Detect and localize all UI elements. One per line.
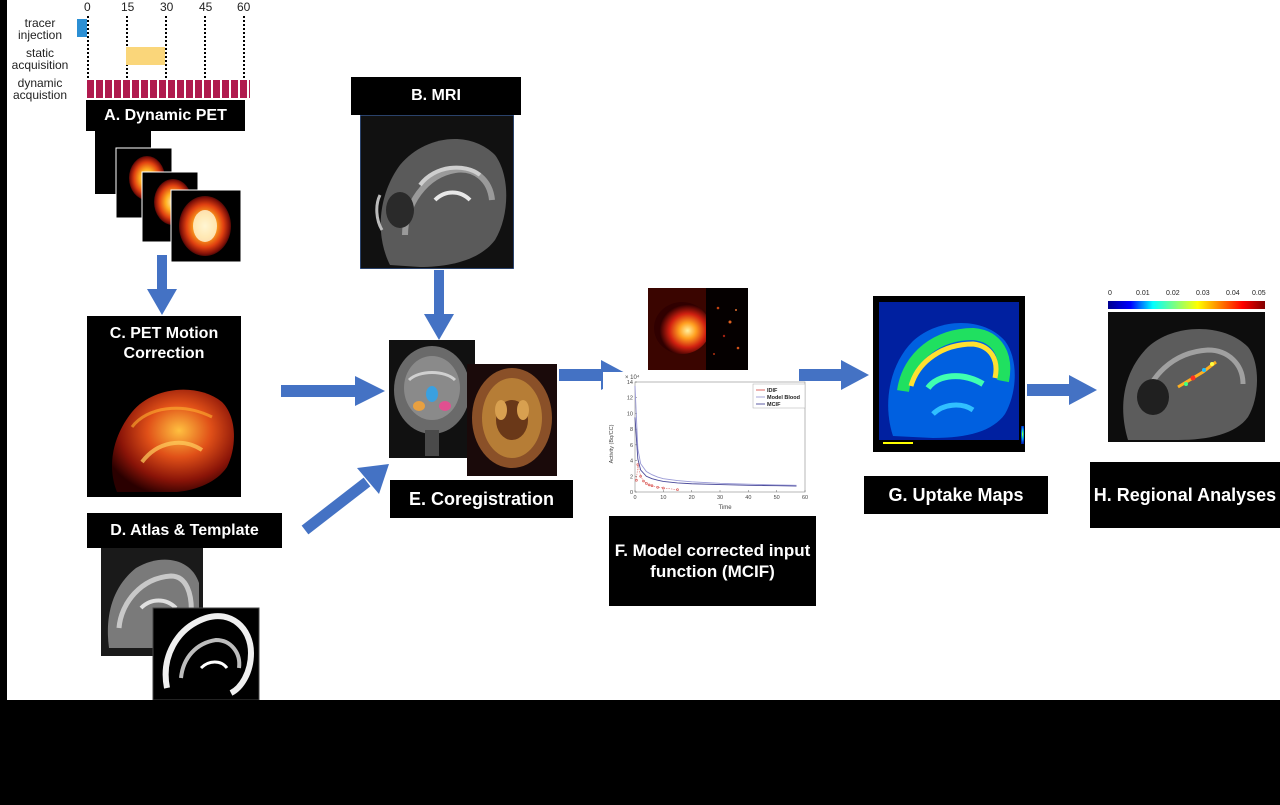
y-tick-label: 8	[630, 427, 633, 433]
colorbar-tick: 0.01	[1136, 290, 1150, 297]
row-label-line: acquistion	[12, 88, 68, 102]
figure-canvas: 0 15 30 45 60 tracer injection static ac…	[7, 0, 1280, 700]
row-label-line: injection	[17, 28, 63, 42]
idif-line	[636, 464, 678, 490]
tick-60: 60	[237, 0, 251, 14]
panel-e-label: E. Coregistration	[390, 480, 573, 518]
panel-b-label: B. MRI	[351, 77, 521, 115]
mcif-chart: × 10⁴ 0 10 20 30 40 50 60 0 2 4 6 8 10 12 14 IDIFModel…	[603, 372, 811, 512]
x-tick-label: 20	[689, 495, 695, 501]
mri-sagittal-image	[360, 115, 514, 269]
coregistration-images	[389, 340, 557, 476]
gridline-30	[165, 16, 167, 98]
colorbar-tick: 0.04	[1226, 290, 1240, 297]
static-acquisition-bar	[126, 47, 165, 65]
model-blood-line	[634, 385, 797, 486]
arrow-d-to-e	[301, 464, 389, 535]
x-tick-label: 60	[802, 495, 808, 501]
y-tick-label: 4	[630, 459, 633, 465]
panel-a-label: A. Dynamic PET	[86, 100, 245, 131]
uptake-map-image	[873, 296, 1025, 452]
tick-15: 15	[121, 0, 135, 14]
y-tick-label: 14	[627, 380, 633, 386]
arrow-a-to-c	[147, 255, 177, 315]
colorbar-ticks: 0 0.01 0.02 0.03 0.04 0.05	[1108, 290, 1266, 300]
x-tick-label: 30	[717, 495, 723, 501]
y-tick-label: 6	[630, 443, 633, 449]
tick-0: 0	[84, 0, 91, 14]
arrow-f-to-g	[799, 360, 869, 390]
arrow-g-to-h	[1027, 375, 1097, 405]
panel-d-label: D. Atlas & Template	[87, 513, 282, 548]
y-tick-label: 0	[630, 490, 633, 496]
x-tick-label: 10	[660, 495, 666, 501]
gridline-45	[204, 16, 206, 98]
roi-orange	[413, 401, 425, 411]
idif-point	[647, 483, 651, 487]
row-label-static: static acquisition	[9, 47, 71, 71]
y-exponent-label: × 10⁴	[625, 374, 640, 381]
x-tick-label: 40	[745, 495, 751, 501]
row-label-line: dynamic	[17, 76, 63, 90]
chart-axes: 0 10 20 30 40 50 60 0 2 4 6 8 10 12 14	[627, 380, 808, 501]
roi-blue	[426, 386, 438, 402]
x-tick-label: 50	[774, 495, 780, 501]
row-label-injection: tracer injection	[9, 17, 71, 41]
y-axis-label: Activity (Bq/CC)	[609, 424, 615, 463]
idif-roi-images	[648, 288, 748, 370]
idif-point	[639, 474, 642, 478]
arrow-c-to-e	[281, 376, 385, 406]
x-axis-label: Time	[718, 505, 732, 511]
colorbar-tick: 0.05	[1252, 290, 1266, 297]
arrow-b-to-e	[424, 270, 454, 340]
mcif-line	[634, 417, 797, 487]
tick-30: 30	[160, 0, 174, 14]
injection-bar	[77, 19, 87, 37]
idif-point	[642, 479, 645, 483]
pet-motion-corrected-image	[87, 372, 241, 497]
y-tick-label: 12	[627, 396, 633, 402]
colorbar-tick: 0.02	[1166, 290, 1180, 297]
dynamic-pet-stack	[95, 130, 242, 262]
row-label-line: static	[25, 46, 54, 60]
tick-45: 45	[199, 0, 213, 14]
gridline-0	[87, 16, 89, 98]
atlas-template-images	[101, 548, 260, 700]
row-label-line: acquisition	[11, 58, 69, 72]
y-tick-label: 2	[630, 474, 633, 480]
x-tick-label: 0	[633, 495, 636, 501]
panel-h-label: H. Regional Analyses	[1090, 462, 1280, 528]
panel-f-label: F. Model corrected input function (MCIF)	[609, 516, 816, 606]
gridline-60	[243, 16, 245, 98]
panel-g-label: G. Uptake Maps	[864, 476, 1048, 514]
colorbar-tick: 0	[1108, 290, 1112, 297]
idif-point	[650, 484, 654, 488]
row-label-dynamic: dynamic acquistion	[9, 77, 71, 101]
panel-c-label: C. PET Motion Correction	[87, 316, 241, 372]
chart-series	[634, 385, 797, 491]
legend-label: MCIF	[767, 402, 781, 408]
idif-point	[645, 482, 648, 485]
y-tick-label: 10	[627, 411, 633, 417]
row-label-line: tracer	[24, 16, 56, 30]
colorbar: 0 0.01 0.02 0.03 0.04 0.05	[1108, 290, 1266, 310]
dynamic-acquisition-bar	[87, 80, 250, 98]
regional-analysis-image	[1108, 312, 1265, 442]
legend-label: IDIF	[767, 388, 778, 394]
legend-label: Model Blood	[767, 395, 800, 401]
colorbar-tick: 0.03	[1196, 290, 1210, 297]
colorbar-gradient	[1108, 301, 1265, 309]
roi-pink	[439, 401, 451, 411]
